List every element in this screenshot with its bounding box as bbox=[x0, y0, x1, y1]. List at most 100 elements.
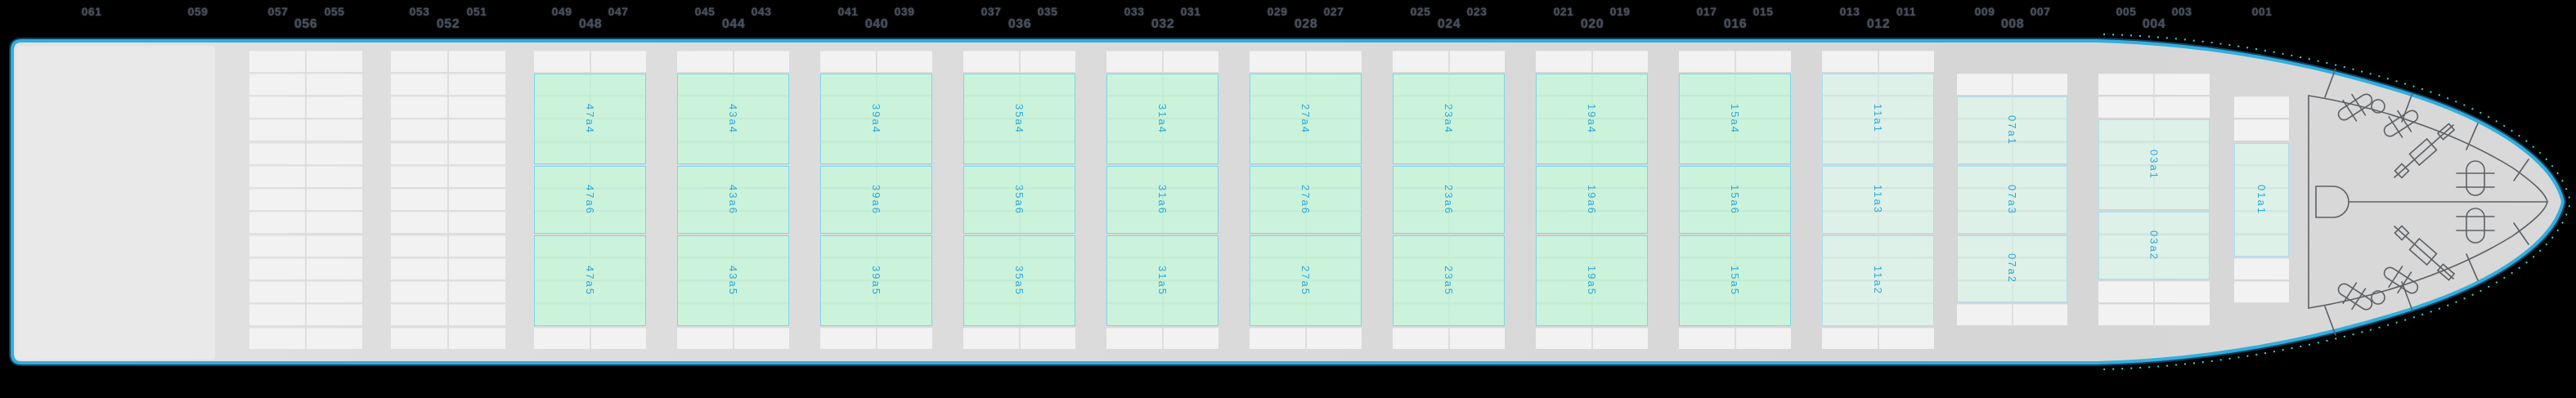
deck-space-label: 23a4 bbox=[1443, 103, 1455, 134]
bay-column-040: 39a4 39a6 39a5 bbox=[820, 50, 932, 349]
bay-number-028: 028 bbox=[1294, 17, 1318, 31]
deck-space-47a4[interactable]: 47a4 bbox=[534, 73, 646, 164]
bay-number-040: 040 bbox=[864, 17, 889, 31]
deck-space-07a2[interactable]: 07a2 bbox=[1957, 235, 2067, 303]
deck-space-19a5[interactable]: 19a5 bbox=[1536, 235, 1648, 326]
deck-cell bbox=[2234, 96, 2289, 118]
bay-number-025: 025 bbox=[1410, 5, 1431, 18]
bay-number-019: 019 bbox=[1609, 5, 1631, 18]
deck-space-label: 35a6 bbox=[1013, 184, 1025, 215]
deck-space-35a6[interactable]: 35a6 bbox=[963, 165, 1075, 234]
bay-number-012: 012 bbox=[1866, 17, 1891, 31]
deck-space-label: 07a1 bbox=[2006, 114, 2018, 145]
bow-fitting-circle bbox=[2371, 99, 2385, 114]
deck-space-39a4[interactable]: 39a4 bbox=[820, 73, 932, 164]
deck-space-27a6[interactable]: 27a6 bbox=[1250, 165, 1362, 234]
deck-space-03a2[interactable]: 03a2 bbox=[2098, 212, 2210, 279]
deck-space-23a4[interactable]: 23a4 bbox=[1393, 73, 1505, 164]
column-divider bbox=[447, 50, 449, 349]
deck-space-label: 01a1 bbox=[2255, 184, 2268, 215]
bay-number-031: 031 bbox=[1180, 5, 1201, 18]
bay-number-041: 041 bbox=[837, 5, 859, 18]
bay-column-020: 19a4 19a6 19a5 bbox=[1536, 50, 1648, 349]
deck-space-43a6[interactable]: 43a6 bbox=[677, 165, 789, 234]
bay-number-045: 045 bbox=[694, 5, 716, 18]
deck-space-43a5[interactable]: 43a5 bbox=[677, 235, 789, 326]
deck-space-35a4[interactable]: 35a4 bbox=[963, 73, 1075, 164]
deck-space-11a1[interactable]: 11a1 bbox=[1822, 73, 1934, 164]
bay-number-055: 055 bbox=[324, 5, 345, 18]
bay-number-007: 007 bbox=[2030, 5, 2051, 18]
mooring-winch-angled bbox=[2383, 266, 2419, 294]
deck-space-07a1[interactable]: 07a1 bbox=[1957, 96, 2067, 164]
deck-space-23a6[interactable]: 23a6 bbox=[1393, 165, 1505, 234]
bay-number-003: 003 bbox=[2171, 5, 2192, 18]
deck-space-31a4[interactable]: 31a4 bbox=[1106, 73, 1218, 164]
bay-column-044: 43a4 43a6 43a5 bbox=[677, 50, 789, 349]
deck-cell bbox=[2234, 119, 2289, 141]
deck-space-11a2[interactable]: 11a2 bbox=[1822, 235, 1934, 326]
deck-space-label: 19a5 bbox=[1586, 265, 1598, 296]
deck-space-label: 39a4 bbox=[870, 103, 882, 134]
deck-space-47a6[interactable]: 47a6 bbox=[534, 165, 646, 234]
deck-space-label: 03a1 bbox=[2147, 150, 2161, 181]
deck-space-47a5[interactable]: 47a5 bbox=[534, 235, 646, 326]
bay-number-029: 029 bbox=[1267, 5, 1288, 18]
deck-cell bbox=[2234, 257, 2289, 279]
bay-number-004: 004 bbox=[2142, 17, 2166, 31]
deck-space-15a6[interactable]: 15a6 bbox=[1679, 165, 1791, 234]
bay-number-056: 056 bbox=[294, 17, 318, 31]
bay-column-008: 07a1 07a3 07a2 bbox=[1957, 73, 2067, 326]
deck-space-43a4[interactable]: 43a4 bbox=[677, 73, 789, 164]
bay-number-052: 052 bbox=[436, 17, 460, 31]
anchor-chain-bottom bbox=[2394, 225, 2456, 281]
deck-space-15a5[interactable]: 15a5 bbox=[1679, 235, 1791, 326]
deck-space-label: 15a5 bbox=[1729, 265, 1741, 296]
deck-space-27a4[interactable]: 27a4 bbox=[1250, 73, 1362, 164]
deck-space-01a1[interactable]: 01a1 bbox=[2234, 142, 2289, 257]
deck-space-label: 23a6 bbox=[1443, 184, 1455, 215]
bay-number-013: 013 bbox=[1839, 5, 1860, 18]
deck-space-label: 19a6 bbox=[1586, 184, 1598, 215]
bay-number-020: 020 bbox=[1580, 17, 1604, 31]
bay-column-001: 01a1 bbox=[2234, 96, 2289, 302]
deck-space-label: 07a3 bbox=[2006, 184, 2018, 215]
bay-column-036: 35a4 35a6 35a5 bbox=[963, 50, 1075, 349]
deck-space-label: 31a4 bbox=[1156, 103, 1169, 134]
deck-space-label: 43a4 bbox=[727, 103, 739, 134]
deck-space-label: 11a1 bbox=[1872, 104, 1884, 134]
deck-space-31a5[interactable]: 31a5 bbox=[1106, 235, 1218, 326]
bay-number-005: 005 bbox=[2116, 5, 2137, 18]
deck-space-11a3[interactable]: 11a3 bbox=[1822, 165, 1934, 234]
bay-number-053: 053 bbox=[409, 5, 430, 18]
deck-space-23a5[interactable]: 23a5 bbox=[1393, 235, 1505, 326]
deck-space-label: 39a5 bbox=[870, 265, 882, 296]
deck-space-label: 43a5 bbox=[727, 265, 739, 296]
deck-cell bbox=[2234, 281, 2289, 302]
deck-space-03a1[interactable]: 03a1 bbox=[2098, 119, 2210, 211]
bay-number-051: 051 bbox=[466, 5, 487, 18]
deck-space-35a5[interactable]: 35a5 bbox=[963, 235, 1075, 326]
deck-space-19a4[interactable]: 19a4 bbox=[1536, 73, 1648, 164]
deck-space-label: 27a6 bbox=[1299, 184, 1312, 215]
deck-space-39a5[interactable]: 39a5 bbox=[820, 235, 932, 326]
bay-number-021: 021 bbox=[1553, 5, 1574, 18]
mooring-winch bbox=[2466, 160, 2485, 196]
deck-space-19a6[interactable]: 19a6 bbox=[1536, 165, 1648, 234]
bay-number-001: 001 bbox=[2251, 5, 2273, 18]
deck-space-label: 03a2 bbox=[2147, 230, 2161, 262]
bay-number-008: 008 bbox=[2000, 17, 2025, 31]
stern-deck-panel bbox=[16, 46, 215, 360]
bay-number-027: 027 bbox=[1323, 5, 1344, 18]
deck-space-39a6[interactable]: 39a6 bbox=[820, 165, 932, 234]
bay-number-047: 047 bbox=[608, 5, 629, 18]
deck-space-07a3[interactable]: 07a3 bbox=[1957, 165, 2067, 234]
deck-space-27a5[interactable]: 27a5 bbox=[1250, 235, 1362, 326]
deck-space-31a6[interactable]: 31a6 bbox=[1106, 165, 1218, 234]
bay-column-052 bbox=[391, 50, 505, 349]
bay-number-048: 048 bbox=[578, 17, 603, 31]
deck-space-label: 35a4 bbox=[1013, 103, 1025, 134]
deck-space-15a4[interactable]: 15a4 bbox=[1679, 73, 1791, 164]
